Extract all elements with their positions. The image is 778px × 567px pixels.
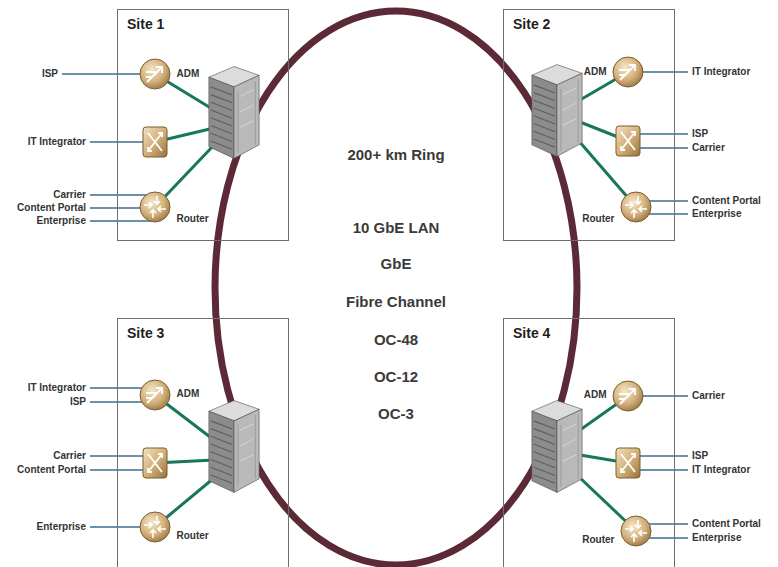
adm-device: ADM bbox=[139, 58, 171, 90]
customer-label: IT Integrator bbox=[692, 66, 750, 78]
customer-label: Enterprise bbox=[692, 208, 741, 220]
customer-label: IT Integrator bbox=[28, 136, 86, 148]
site-title: Site 4 bbox=[513, 325, 550, 341]
adm-symbol bbox=[139, 58, 171, 90]
site-box: Site 2 ADM Router bbox=[503, 9, 675, 241]
customer-label: ISP bbox=[692, 128, 708, 140]
customer-label: Enterprise bbox=[692, 532, 741, 544]
ring-label: OC-48 bbox=[276, 331, 516, 349]
router-icon bbox=[140, 192, 170, 222]
site-box: Site 3 ADM Router bbox=[117, 318, 289, 567]
switch-symbol bbox=[616, 126, 640, 156]
customer-label: Enterprise bbox=[37, 215, 86, 227]
site-title: Site 3 bbox=[127, 325, 164, 341]
adm-symbol bbox=[612, 56, 644, 88]
router-device: Router bbox=[139, 511, 171, 543]
customer-label: Carrier bbox=[692, 142, 725, 154]
customer-label: Content Portal bbox=[692, 195, 761, 207]
adm-symbol bbox=[139, 379, 171, 411]
optical-chassis bbox=[532, 65, 582, 157]
ring-label: Fibre Channel bbox=[276, 293, 516, 311]
device-label: Router bbox=[582, 213, 614, 225]
customer-label: IT Integrator bbox=[692, 464, 750, 476]
ring-label: 10 GbE LAN bbox=[276, 219, 516, 237]
device-label: ADM bbox=[177, 388, 200, 400]
site-title: Site 2 bbox=[513, 16, 550, 32]
router-icon bbox=[621, 192, 651, 222]
device-label: ADM bbox=[584, 66, 607, 78]
adm-symbol bbox=[612, 380, 644, 412]
device-label: Router bbox=[177, 213, 209, 225]
customer-label: Content Portal bbox=[17, 202, 86, 214]
adm-icon bbox=[140, 380, 170, 410]
optical-chassis bbox=[532, 401, 582, 493]
router-device: Router bbox=[139, 191, 171, 223]
switch-symbol bbox=[616, 448, 640, 478]
adm-icon bbox=[613, 57, 643, 87]
ring-label: OC-12 bbox=[276, 368, 516, 386]
site-box: Site 1 ADM Router bbox=[117, 9, 289, 241]
router-icon bbox=[621, 516, 651, 546]
ring-label: GbE bbox=[276, 255, 516, 273]
switch-symbol bbox=[143, 127, 167, 157]
router-icon bbox=[140, 512, 170, 542]
device-label: Router bbox=[582, 534, 614, 546]
customer-label: ISP bbox=[692, 450, 708, 462]
device-label: ADM bbox=[584, 389, 607, 401]
customer-label: IT Integrator bbox=[28, 382, 86, 394]
customer-label: Content Portal bbox=[17, 464, 86, 476]
fiber-ring bbox=[215, 11, 577, 565]
router-symbol bbox=[139, 511, 171, 543]
customer-label: Carrier bbox=[692, 390, 725, 402]
router-device: Router bbox=[620, 191, 652, 223]
adm-device: ADM bbox=[139, 379, 171, 411]
site-title: Site 1 bbox=[127, 16, 164, 32]
device-label: Router bbox=[177, 530, 209, 542]
adm-icon bbox=[613, 381, 643, 411]
customer-label: ISP bbox=[42, 68, 58, 80]
adm-device: ADM bbox=[612, 380, 644, 412]
device-label: ADM bbox=[177, 68, 200, 80]
site-box: Site 4 ADM Router bbox=[503, 318, 675, 567]
customer-label: Content Portal bbox=[692, 518, 761, 530]
switch-symbol bbox=[143, 448, 167, 478]
adm-icon bbox=[140, 59, 170, 89]
customer-label: ISP bbox=[70, 396, 86, 408]
router-symbol bbox=[620, 515, 652, 547]
router-symbol bbox=[139, 191, 171, 223]
customer-label: Carrier bbox=[53, 450, 86, 462]
optical-chassis bbox=[209, 401, 259, 493]
customer-label: Enterprise bbox=[37, 521, 86, 533]
customer-label: Carrier bbox=[53, 189, 86, 201]
optical-chassis bbox=[209, 67, 259, 159]
router-symbol bbox=[620, 191, 652, 223]
ring-label: OC-3 bbox=[276, 405, 516, 423]
adm-device: ADM bbox=[612, 56, 644, 88]
router-device: Router bbox=[620, 515, 652, 547]
ring-label: 200+ km Ring bbox=[276, 146, 516, 164]
